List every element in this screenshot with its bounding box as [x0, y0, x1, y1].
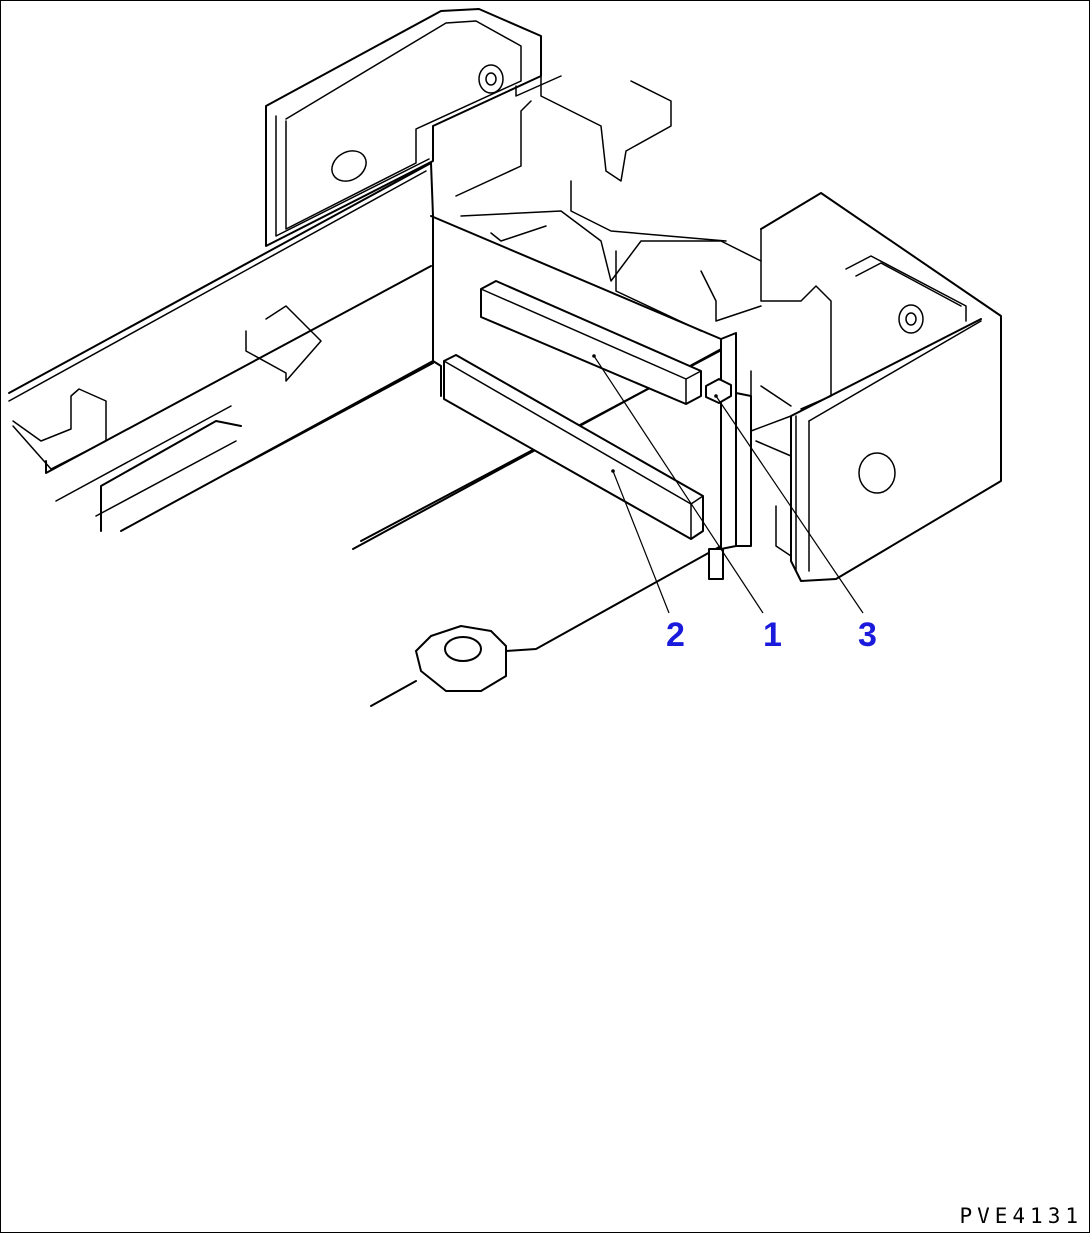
leader-3: [715, 395, 864, 614]
leader-1: [593, 355, 764, 614]
leader-2: [612, 470, 670, 614]
main-frame: [8, 162, 737, 707]
end-plate: [708, 332, 752, 580]
right-front-housing: [750, 192, 1002, 582]
pad-part-1: [480, 280, 702, 405]
callout-2-label: 2: [666, 616, 685, 654]
drawing-id: PVE4131: [959, 1204, 1083, 1228]
callout-1-label: 1: [763, 616, 782, 654]
rear-left-housing: [265, 8, 672, 247]
leader-lines: [592, 354, 864, 614]
channel-ribs: [455, 100, 762, 332]
callout-3-label: 3: [858, 616, 877, 654]
block-part-3: [705, 378, 732, 404]
